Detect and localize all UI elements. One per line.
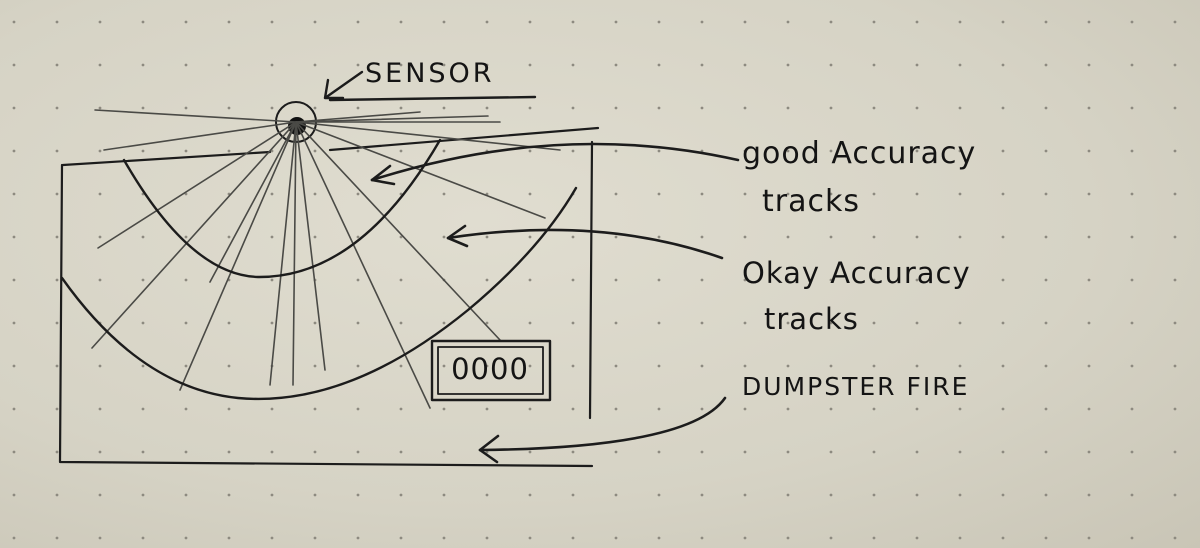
sensor-arrow-icon <box>323 70 364 100</box>
good-arrowhead-icon <box>370 164 396 186</box>
good-accuracy-arc <box>122 138 442 279</box>
track-line <box>295 115 489 123</box>
sensor-label-underline <box>328 95 537 102</box>
track-line <box>295 121 501 341</box>
field-box-top-left <box>61 150 272 167</box>
field-box-top-right <box>328 126 600 152</box>
field-box-right <box>588 140 594 420</box>
track-line <box>103 121 297 151</box>
good-accuracy-label: good Accuracy tracks <box>742 130 976 226</box>
okay-accuracy-arrow <box>446 228 724 260</box>
okay-accuracy-label-line2: tracks <box>764 302 859 336</box>
track-line <box>295 121 431 409</box>
track-line <box>295 121 561 151</box>
track-line <box>292 121 297 386</box>
dumpster-arrowhead-icon <box>478 434 500 464</box>
good-accuracy-label-line2: tracks <box>762 184 860 219</box>
counter-box-inner <box>437 346 544 395</box>
good-accuracy-arrow <box>370 142 740 182</box>
okay-accuracy-arc <box>60 186 578 401</box>
track-line <box>94 109 297 123</box>
track-line <box>269 121 297 386</box>
sensor-label: SENSOR <box>365 58 495 89</box>
track-line <box>179 121 297 391</box>
track-line <box>295 111 421 123</box>
counter-value: 0000 <box>451 352 529 386</box>
track-line <box>209 121 297 283</box>
okay-arrowhead-icon <box>446 224 469 248</box>
okay-accuracy-label-line1: Okay Accuracy <box>742 256 971 290</box>
field-box-left-bottom <box>58 163 594 468</box>
dumpster-fire-label: DUMPSTER FIRE <box>742 372 970 401</box>
track-line <box>97 121 297 249</box>
track-line <box>295 121 326 371</box>
okay-accuracy-label: Okay Accuracy tracks <box>742 250 971 342</box>
dumpster-fire-arrow <box>478 396 727 452</box>
counter-box-outer <box>430 339 552 402</box>
track-line <box>91 121 297 349</box>
good-accuracy-label-line1: good Accuracy <box>742 136 977 171</box>
track-lines <box>91 109 561 409</box>
